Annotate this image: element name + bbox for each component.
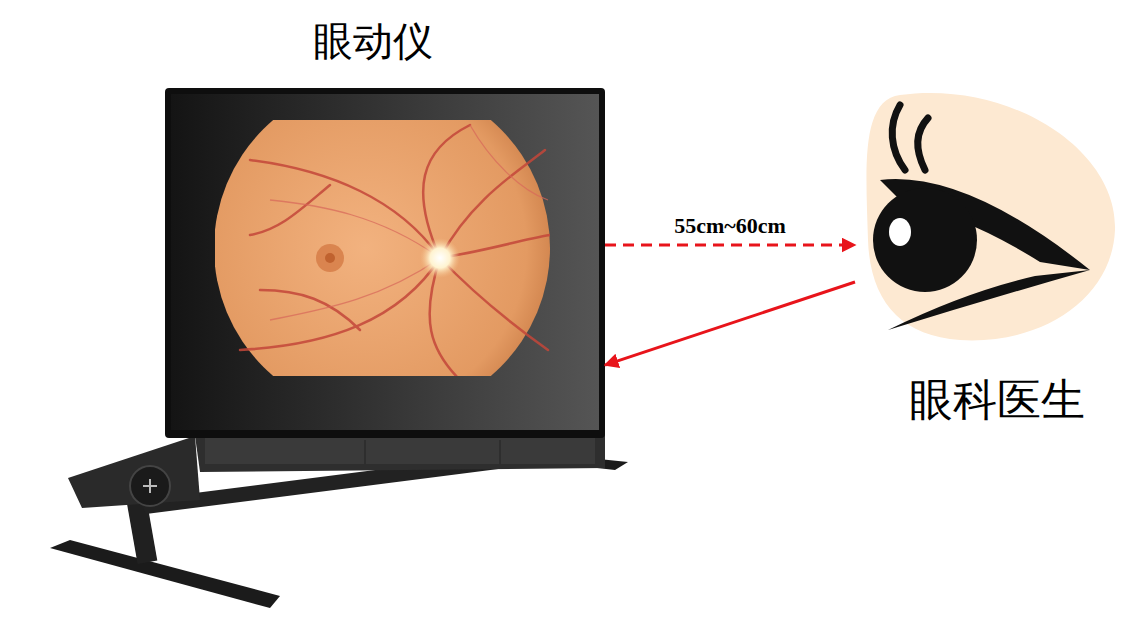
gaze-arrow <box>605 282 855 365</box>
node-label: 眼科医生 <box>909 375 1085 428</box>
node-label: 眼动仪 <box>313 18 433 66</box>
stand <box>50 420 628 608</box>
doctor-node: 眼科医生 <box>855 95 1115 345</box>
dashed-arrow <box>605 244 855 247</box>
distance-label: 55cm~60cm <box>670 213 790 239</box>
fundus-image <box>215 120 550 376</box>
eye-tracker-bar <box>68 430 605 508</box>
eye-tracker-node: 眼动仪 <box>165 88 605 438</box>
eye-icon <box>866 93 1115 340</box>
